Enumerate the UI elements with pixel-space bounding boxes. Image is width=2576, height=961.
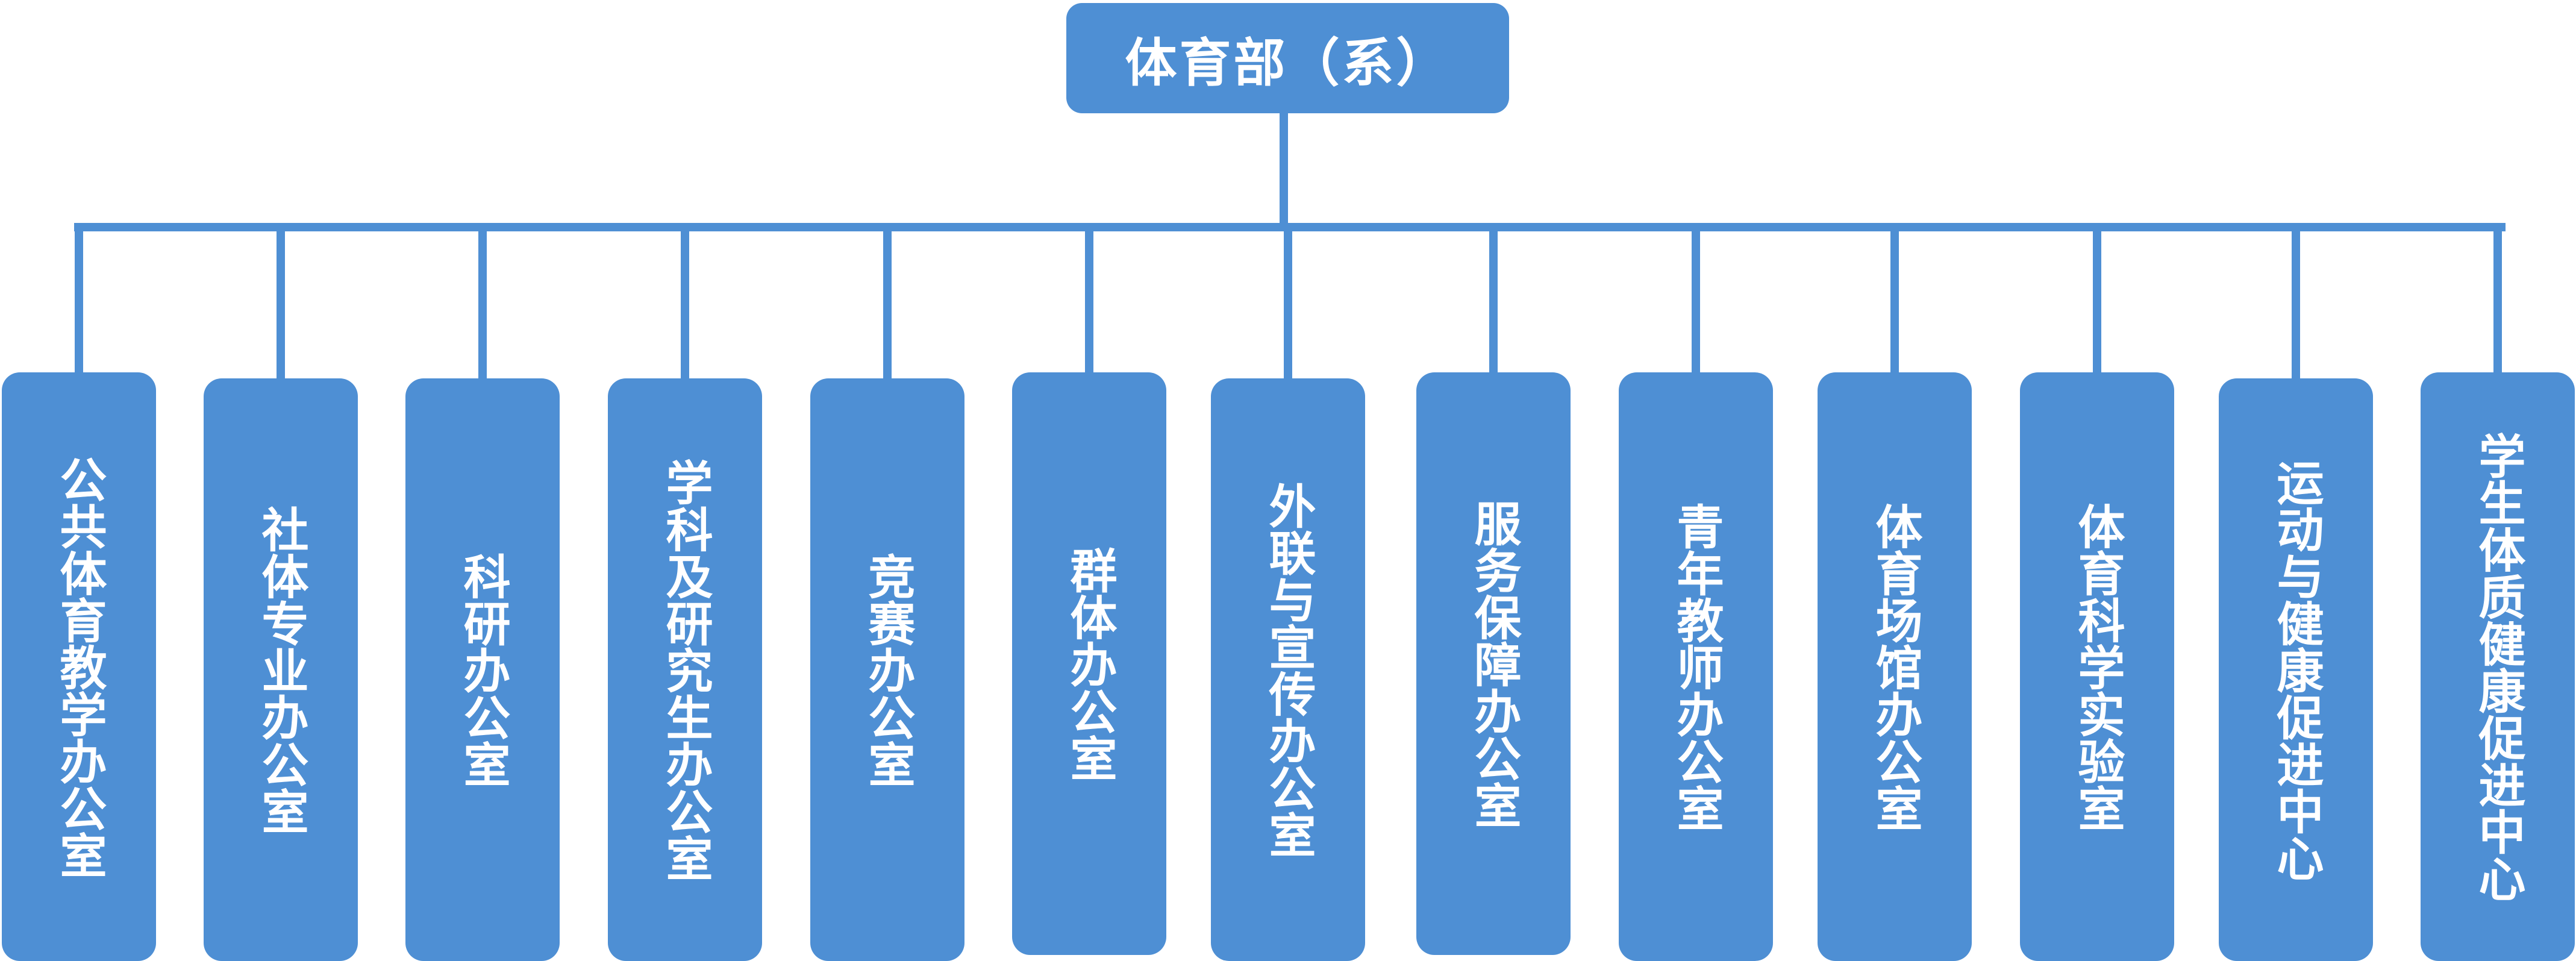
- dept-node-label: 体育场馆办公室: [1868, 502, 1922, 831]
- dept-node-service-support-office: 服务保障办公室: [1416, 372, 1571, 955]
- dept-node-student-fitness-promotion-center: 学生体质健康促进中心: [2421, 372, 2575, 961]
- dept-node-label: 学生体质健康促进中心: [2471, 431, 2525, 902]
- dept-node-mass-sports-office: 群体办公室: [1012, 372, 1166, 955]
- dept-node-social-sports-major-office: 社体专业办公室: [204, 378, 358, 961]
- dept-node-sports-venues-office: 体育场馆办公室: [1818, 372, 1972, 961]
- dept-node-competition-office: 竞赛办公室: [810, 378, 964, 961]
- dept-drop-connector: [75, 223, 83, 374]
- dept-node-external-relations-publicity-office: 外联与宣传办公室: [1211, 378, 1365, 961]
- dept-drop-connector: [2292, 223, 2300, 380]
- dept-node-label: 服务保障办公室: [1466, 499, 1521, 828]
- dept-node-label: 青年教师办公室: [1669, 502, 1724, 831]
- dept-node-label: 社体专业办公室: [254, 505, 308, 834]
- root-node-label: 体育部（系）: [1125, 33, 1451, 93]
- dept-node-discipline-graduate-office: 学科及研究生办公室: [608, 378, 762, 961]
- dept-node-label: 科研办公室: [455, 552, 510, 787]
- dept-node-sports-science-lab: 体育科学实验室: [2020, 372, 2174, 961]
- root-stem-connector: [1280, 113, 1288, 228]
- dept-node-young-teachers-office: 青年教师办公室: [1619, 372, 1773, 961]
- root-node-sports-department: 体育部（系）: [1066, 3, 1509, 113]
- dept-drop-connector: [1489, 223, 1498, 374]
- dept-drop-connector: [2093, 223, 2101, 374]
- dept-node-label: 体育科学实验室: [2070, 502, 2125, 831]
- dept-node-label: 公共体育教学办公室: [52, 455, 107, 878]
- dept-node-label: 群体办公室: [1062, 546, 1117, 781]
- dept-drop-connector: [1692, 223, 1700, 374]
- dept-node-research-office: 科研办公室: [405, 378, 560, 961]
- dept-drop-connector: [681, 223, 689, 380]
- dept-node-label: 运动与健康促进中心: [2269, 458, 2324, 881]
- dept-drop-connector: [883, 223, 892, 380]
- dept-drop-connector: [277, 223, 285, 380]
- dept-node-label: 外联与宣传办公室: [1261, 481, 1316, 858]
- dept-node-public-pe-teaching-office: 公共体育教学办公室: [2, 372, 156, 961]
- dept-node-exercise-health-promotion-center: 运动与健康促进中心: [2219, 378, 2373, 961]
- dept-drop-connector: [1085, 223, 1093, 374]
- dept-drop-connector: [478, 223, 487, 380]
- dept-drop-connector: [2493, 223, 2502, 374]
- dept-node-label: 竞赛办公室: [860, 552, 915, 787]
- dept-drop-connector: [1890, 223, 1899, 374]
- dept-drop-connector: [1284, 223, 1292, 380]
- dept-node-label: 学科及研究生办公室: [658, 458, 713, 881]
